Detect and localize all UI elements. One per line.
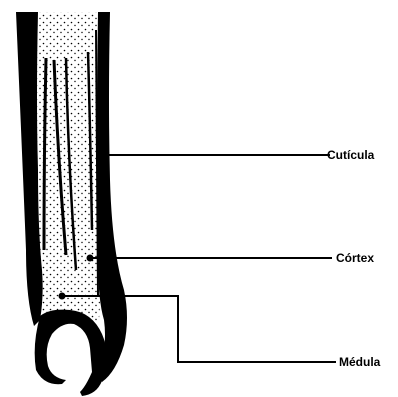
medulla-label: Médula [339,355,381,369]
cuticle-right-wall [96,12,127,382]
cuticle-label: Cutícula [327,148,375,162]
cortex-label: Córtex [336,251,374,265]
